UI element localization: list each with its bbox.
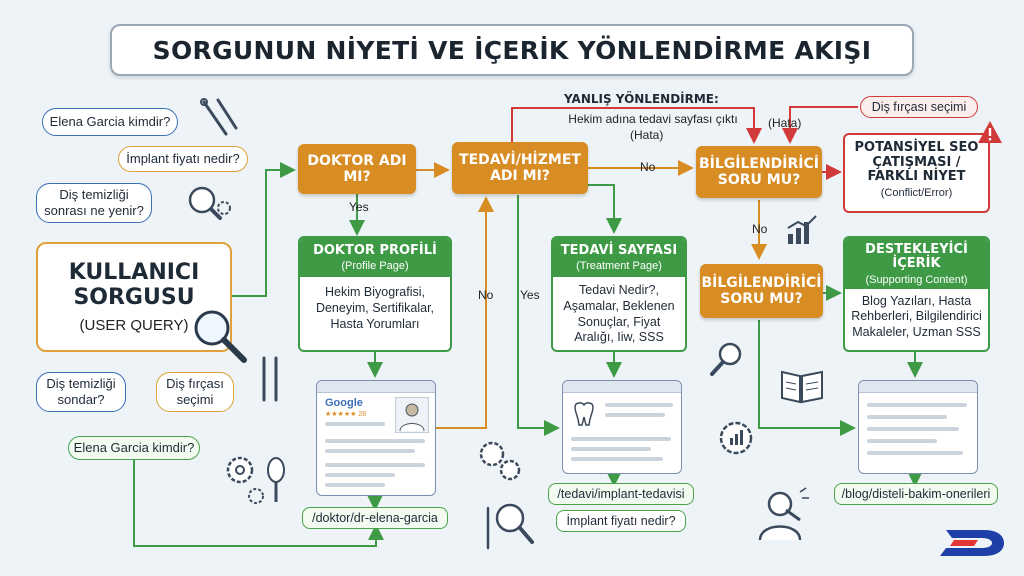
card-doktor-body: Hekim Biyografisi, Deneyim, Sertifikalar…: [315, 285, 435, 331]
decision-bilgi-2: BİLGİLENDİRİCİ SORU MU?: [700, 264, 823, 318]
decision-bilgi-2-label: BİLGİLENDİRİCİ SORU MU?: [701, 274, 822, 307]
card-destek-sub: (Supporting Content): [865, 273, 968, 286]
label-yes-1: Yes: [349, 200, 369, 214]
query-bubble-elena: Elena Garcia kimdir?: [42, 108, 178, 136]
card-destekleyici: DESTEKLEYİCİ İÇERİK(Supporting Content) …: [843, 236, 990, 352]
person-brushing-icon: [758, 487, 809, 541]
label-yes-2: Yes: [520, 288, 540, 302]
decision-tedavi: TEDAVİ/HİZMET ADI MI?: [452, 142, 588, 194]
conflict-title: POTANSİYEL SEO ÇATIŞMASI / FARKLI NİYET: [854, 140, 979, 185]
query-line-1: KULLANICI: [68, 260, 200, 285]
dental-probe-icon: [262, 356, 278, 402]
book-icon: [781, 370, 823, 404]
label-no-3: No: [752, 222, 768, 236]
card-tedavi-sayfasi: TEDAVİ SAYFASI (Treatment Page) Tedavi Ne…: [551, 236, 687, 352]
label-no-2: No: [478, 288, 494, 302]
warning-icon: [978, 121, 1002, 143]
url-doktor: /doktor/dr-elena-garcia: [302, 507, 448, 529]
conflict-sub: (Conflict/Error): [880, 186, 953, 199]
title-box: SORGUNUN NİYETİ VE İÇERİK YÖNLENDİRME AK…: [110, 24, 914, 76]
magnifier-small-icon: [710, 342, 742, 376]
card-tedavi-sub: (Treatment Page): [576, 260, 662, 273]
mock-blog-page: [858, 380, 978, 474]
query-line-3: (USER QUERY): [79, 316, 189, 334]
mock-google-logo: Google: [325, 397, 363, 409]
query-bubble-cleaning-probe: Diş temizliği sondar?: [36, 372, 126, 412]
decision-bilgi-1-label: BİLGİLENDİRİCİ SORU MU?: [698, 155, 819, 188]
card-doktor-title: DOKTOR PROFİLİ: [313, 243, 437, 258]
brand-logo-icon: [940, 530, 1004, 556]
card-tedavi-body: Tedavi Nedir?, Aşamalar, Beklenen Sonuçl…: [563, 283, 675, 345]
wrong-redirect-title: YANLIŞ YÖNLENDİRME:: [560, 92, 723, 106]
query-line-2: SORGUSU: [73, 285, 195, 311]
gear-chart-icon: [719, 421, 753, 455]
query-bubble-elena-green: Elena Garcia kimdir?: [68, 436, 200, 460]
tooth-icon: [574, 402, 594, 426]
doctor-avatar-icon: [395, 397, 429, 433]
url-tedavi-query: İmplant fiyatı nedir?: [556, 510, 686, 532]
decision-tedavi-label: TEDAVİ/HİZMET ADI MI?: [459, 151, 581, 184]
mock-rating: ★★★★★ 28: [325, 411, 367, 418]
magnifier-icon: [194, 310, 247, 363]
query-bubble-brush: Diş fırçası seçimi: [156, 372, 234, 412]
decision-doktor: DOKTOR ADI MI?: [298, 144, 416, 194]
url-blog: /blog/disteli-bakim-onerileri: [834, 483, 998, 505]
decision-bilgi-1: BİLGİLENDİRİCİ SORU MU?: [696, 146, 822, 198]
card-destek-title: DESTEKLEYİCİ İÇERİK: [865, 242, 968, 272]
card-doktor-profili: DOKTOR PROFİLİ (Profile Page) Hekim Biyog…: [298, 236, 452, 352]
label-hata: (Hata): [768, 116, 802, 130]
conflict-pill: Diş fırçası seçimi: [860, 96, 978, 118]
page-title: SORGUNUN NİYETİ VE İÇERİK YÖNLENDİRME AK…: [152, 35, 872, 65]
conflict-box: POTANSİYEL SEO ÇATIŞMASI / FARKLI NİYET …: [843, 133, 990, 213]
query-bubble-implant: İmplant fiyatı nedir?: [118, 146, 248, 172]
card-doktor-sub: (Profile Page): [341, 260, 409, 273]
gears-icon: [479, 441, 521, 481]
bar-chart-icon: [787, 215, 817, 244]
dental-tools-icon: [200, 98, 238, 136]
gear-tooth-icon: [226, 456, 285, 504]
label-no-1: No: [640, 160, 656, 174]
mock-tedavi-page: [562, 380, 682, 474]
url-tedavi: /tedavi/implant-tedavisi: [548, 483, 694, 505]
card-tedavi-title: TEDAVİ SAYFASI: [560, 243, 678, 258]
search-gear-icon: [188, 186, 231, 220]
search-probe-icon: [486, 503, 534, 550]
mock-doktor-page: Google ★★★★★ 28: [316, 380, 436, 496]
wrong-redirect-text: Hekim adına tedavi sayfası çıktı: [568, 112, 738, 126]
card-destek-body: Blog Yazıları, Hasta Rehberleri, Bilgile…: [851, 293, 982, 339]
wrong-redirect-hata: (Hata): [630, 128, 664, 142]
query-bubble-cleaning: Diş temizliği sonrası ne yenir?: [36, 183, 152, 223]
decision-doktor-label: DOKTOR ADI MI?: [307, 152, 407, 185]
